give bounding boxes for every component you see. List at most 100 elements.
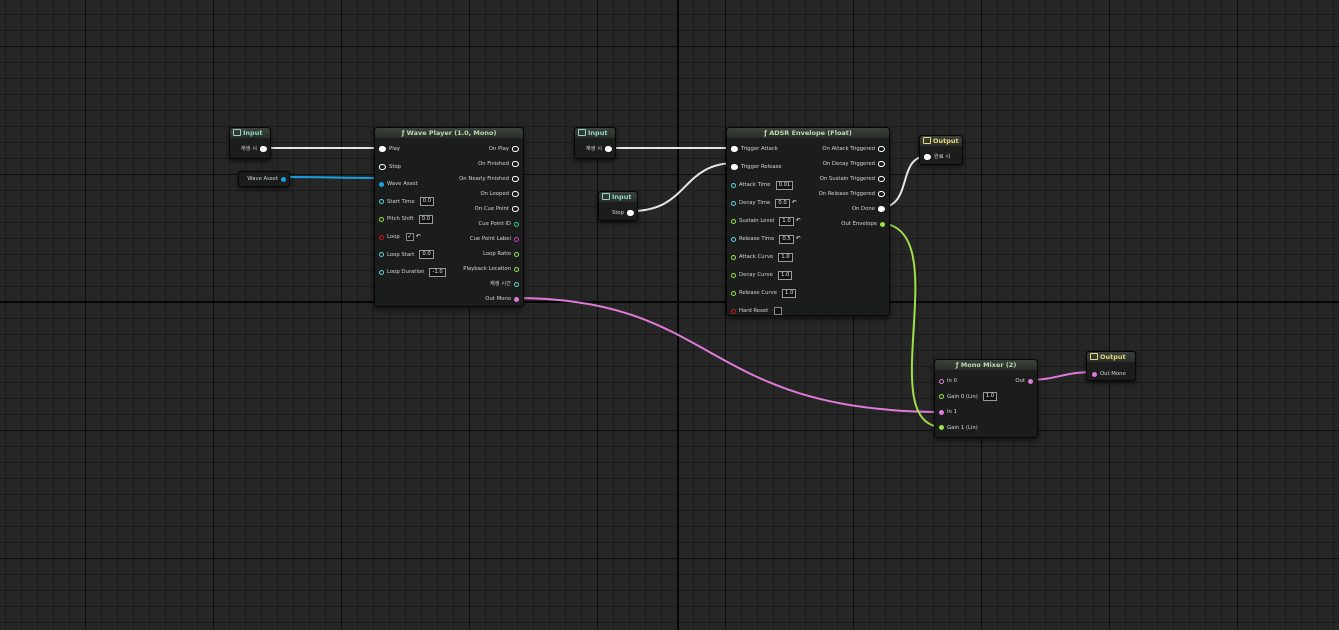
trigger-pin[interactable] [512,146,519,152]
int-pin[interactable] [514,221,519,227]
value-input[interactable]: 1.0 [778,252,793,262]
bool-pin[interactable] [379,234,384,240]
trigger-pin[interactable] [512,161,519,167]
float-pin[interactable] [514,266,519,272]
value-input[interactable]: 0.0 [419,250,434,260]
graph-origin-horizontal-axis [0,301,1339,303]
output-node-out-mono[interactable]: Output Out Mono [1086,351,1136,381]
time-pin[interactable] [731,236,736,242]
trigger-output-pin[interactable] [627,210,634,216]
input-pin-stop: Stop [379,162,404,172]
value-input[interactable]: 0.0 [775,198,790,208]
audio-pin[interactable] [939,409,944,415]
input-pin-loop: Loop✓↶ [379,232,421,242]
time-pin[interactable] [379,269,384,275]
float-pin[interactable] [379,216,384,222]
node-title: ƒ Mono Mixer (2) [935,360,1037,370]
audio-input-pin[interactable] [1092,371,1097,377]
time-pin[interactable] [379,252,384,258]
input-pin-in-0: In 0 [939,376,960,386]
audio-pin[interactable] [514,296,519,302]
trigger-output-pin[interactable] [605,146,612,152]
output-pin-cue-point-id: Cue Point ID [476,219,519,229]
trigger-pin[interactable] [512,206,519,212]
output-icon [923,137,931,144]
input-icon [602,193,610,200]
output-pin-on-decay-triggered: On Decay Triggered [820,159,885,169]
value-input[interactable]: 1.0 [782,288,797,298]
trigger-output-pin[interactable] [260,146,267,152]
node-title: ƒ Wave Player (1.0, Mono) [375,128,523,138]
time-pin[interactable] [731,200,736,206]
value-input[interactable]: 0.01 [775,180,794,190]
time-pin[interactable] [731,182,736,188]
wave-asset-output-pin[interactable] [281,176,286,182]
reset-to-default-icon[interactable]: ↶ [791,199,797,206]
value-input[interactable]: -1.0 [429,267,446,277]
checkbox[interactable]: ✓ [405,233,414,241]
checkbox[interactable] [774,307,783,315]
input-pin-trigger-attack: Trigger Attack [731,144,781,154]
reset-to-default-icon[interactable]: ↶ [795,235,801,242]
input-pin-hard-reset: Hard Reset [731,306,783,316]
trigger-pin[interactable] [512,191,519,197]
value-input[interactable]: 1.0 [777,270,793,280]
time-pin[interactable] [379,199,384,205]
trigger-pin[interactable] [512,176,519,182]
float-pin[interactable] [514,251,519,257]
time-pin[interactable] [514,281,519,287]
float-pin[interactable] [880,221,885,227]
audio-pin[interactable] [939,378,944,384]
output-pin-on-attack-triggered: On Attack Triggered [819,144,885,154]
trigger-pin[interactable] [731,164,738,170]
trigger-pin[interactable] [379,163,386,170]
input-node-stop[interactable]: Input Stop [598,191,638,221]
output-icon [1090,353,1098,360]
trigger-pin[interactable] [878,146,885,152]
float-pin[interactable] [731,290,736,296]
value-input[interactable]: 0.0 [418,214,434,224]
trigger-pin[interactable] [878,206,885,212]
input-node-play[interactable]: Input 재생 시 [229,127,271,159]
trigger-pin[interactable] [379,146,386,152]
input-pin-gain-1-lin: Gain 1 (Lin) [939,423,981,433]
trigger-pin[interactable] [878,191,885,197]
trigger-pin[interactable] [878,161,885,167]
input-node-adsr-play[interactable]: Input 재생 시 [574,127,616,159]
trigger-pin[interactable] [731,146,738,152]
output-pin-on-play: On Play [486,144,519,154]
output-node-on-done[interactable]: Output 완료 시 [919,135,963,165]
output-pin-loop-ratio: Loop Ratio [480,249,519,259]
output-pin-on-looped: On Looped [477,189,519,199]
output-pin-on-done: On Done [849,204,885,214]
float-pin[interactable] [731,218,736,224]
trigger-input-pin[interactable] [924,154,931,160]
output-pin-on-nearly-finished: On Nearly Finished [456,174,519,184]
output-pin-playback-location: Playback Location [460,264,519,274]
audio-pin[interactable] [1028,378,1033,384]
float-pin[interactable] [731,272,736,278]
value-input[interactable]: 1.0 [779,216,794,226]
reset-to-default-icon[interactable]: ↶ [795,217,801,224]
wave-pin[interactable] [379,181,384,187]
input-node-wave-asset[interactable]: Wave Asset [238,171,290,187]
reset-to-default-icon[interactable]: ↶ [415,233,421,240]
value-input[interactable]: 0.0 [419,197,435,207]
value-input[interactable]: 0.5 [779,234,794,244]
float-pin[interactable] [939,394,944,400]
float-pin[interactable] [731,254,736,260]
bool-pin[interactable] [731,308,736,314]
trigger-pin[interactable] [878,176,885,182]
float-pin[interactable] [939,425,944,431]
value-input[interactable]: 1.0 [982,392,998,402]
string-pin[interactable] [514,236,519,242]
